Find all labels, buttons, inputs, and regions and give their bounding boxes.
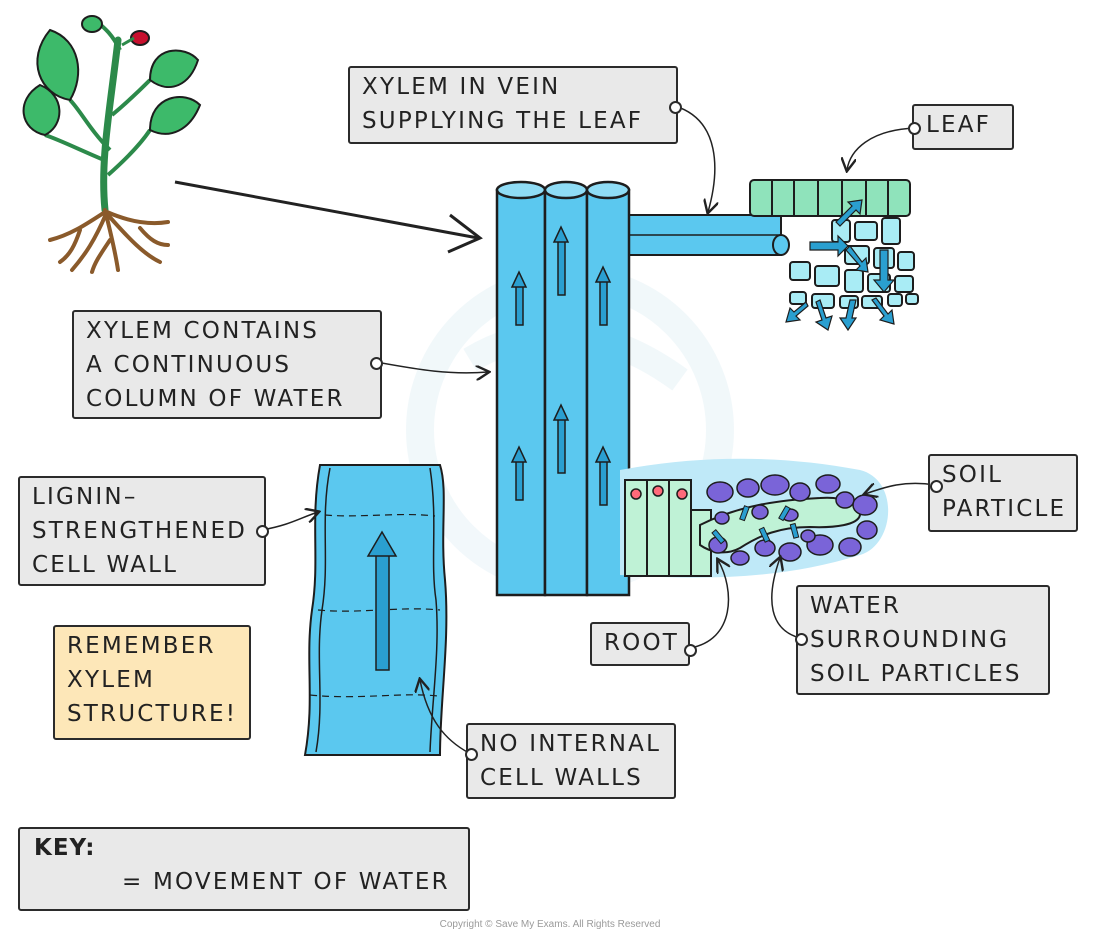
label-soil-particle: SOIL PARTICLE: [928, 454, 1078, 532]
label-no-internal-walls: NO INTERNAL CELL WALLS: [466, 723, 676, 799]
root-and-soil: [620, 458, 889, 578]
connector-dot: [465, 748, 478, 761]
note-remember-structure: REMEMBER XYLEM STRUCTURE!: [53, 625, 251, 740]
key-legend: KEY: = MOVEMENT OF WATER: [18, 827, 470, 911]
leaf-tissue: [749, 179, 919, 332]
copyright-text: Copyright © Save My Exams. All Rights Re…: [439, 919, 661, 930]
connector-dot: [669, 101, 682, 114]
label-water-surrounding: WATER SURROUNDING SOIL PARTICLES: [796, 585, 1050, 695]
xylem-vessels: [495, 180, 790, 597]
label-continuous-column: XYLEM CONTAINS A CONTINUOUS COLUMN OF WA…: [72, 310, 382, 419]
connector-dot: [370, 357, 383, 370]
key-title: KEY:: [34, 835, 96, 861]
connector-dot: [908, 122, 921, 135]
key-entry: = MOVEMENT OF WATER: [122, 869, 450, 895]
label-leaf: LEAF: [912, 104, 1014, 150]
connector-dot: [930, 480, 943, 493]
connector-dot: [256, 525, 269, 538]
connector-dot: [684, 644, 697, 657]
label-root: ROOT: [590, 622, 690, 666]
xylem-vessel-section: [303, 464, 448, 756]
connector-dot: [795, 633, 808, 646]
plant-illustration: [22, 15, 202, 274]
label-xylem-in-vein: XYLEM IN VEIN SUPPLYING THE LEAF: [348, 66, 678, 144]
label-lignin-wall: LIGNIN– STRENGTHENED CELL WALL: [18, 476, 266, 586]
